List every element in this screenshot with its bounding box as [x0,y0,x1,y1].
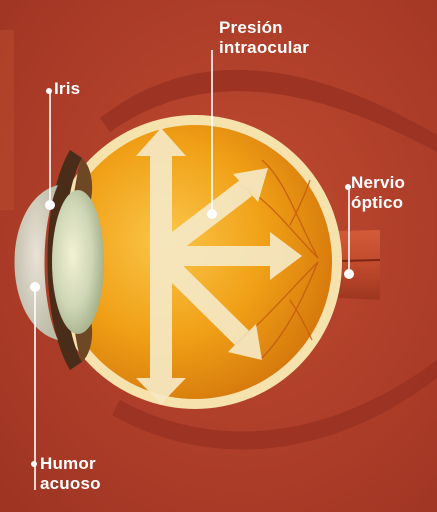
lens [52,190,104,334]
left-edge-shadow [0,30,14,210]
label-intraocular-pressure: Presión intraocular [219,18,309,58]
label-iris: Iris [54,79,80,99]
label-aqueous-humor: Humor acuoso [40,454,101,494]
label-optic-nerve: Nervio óptico [351,173,405,213]
nerve-dot [344,269,354,279]
pressure-dot [207,209,217,219]
humor-dot [30,282,40,292]
iris-dot [45,200,55,210]
